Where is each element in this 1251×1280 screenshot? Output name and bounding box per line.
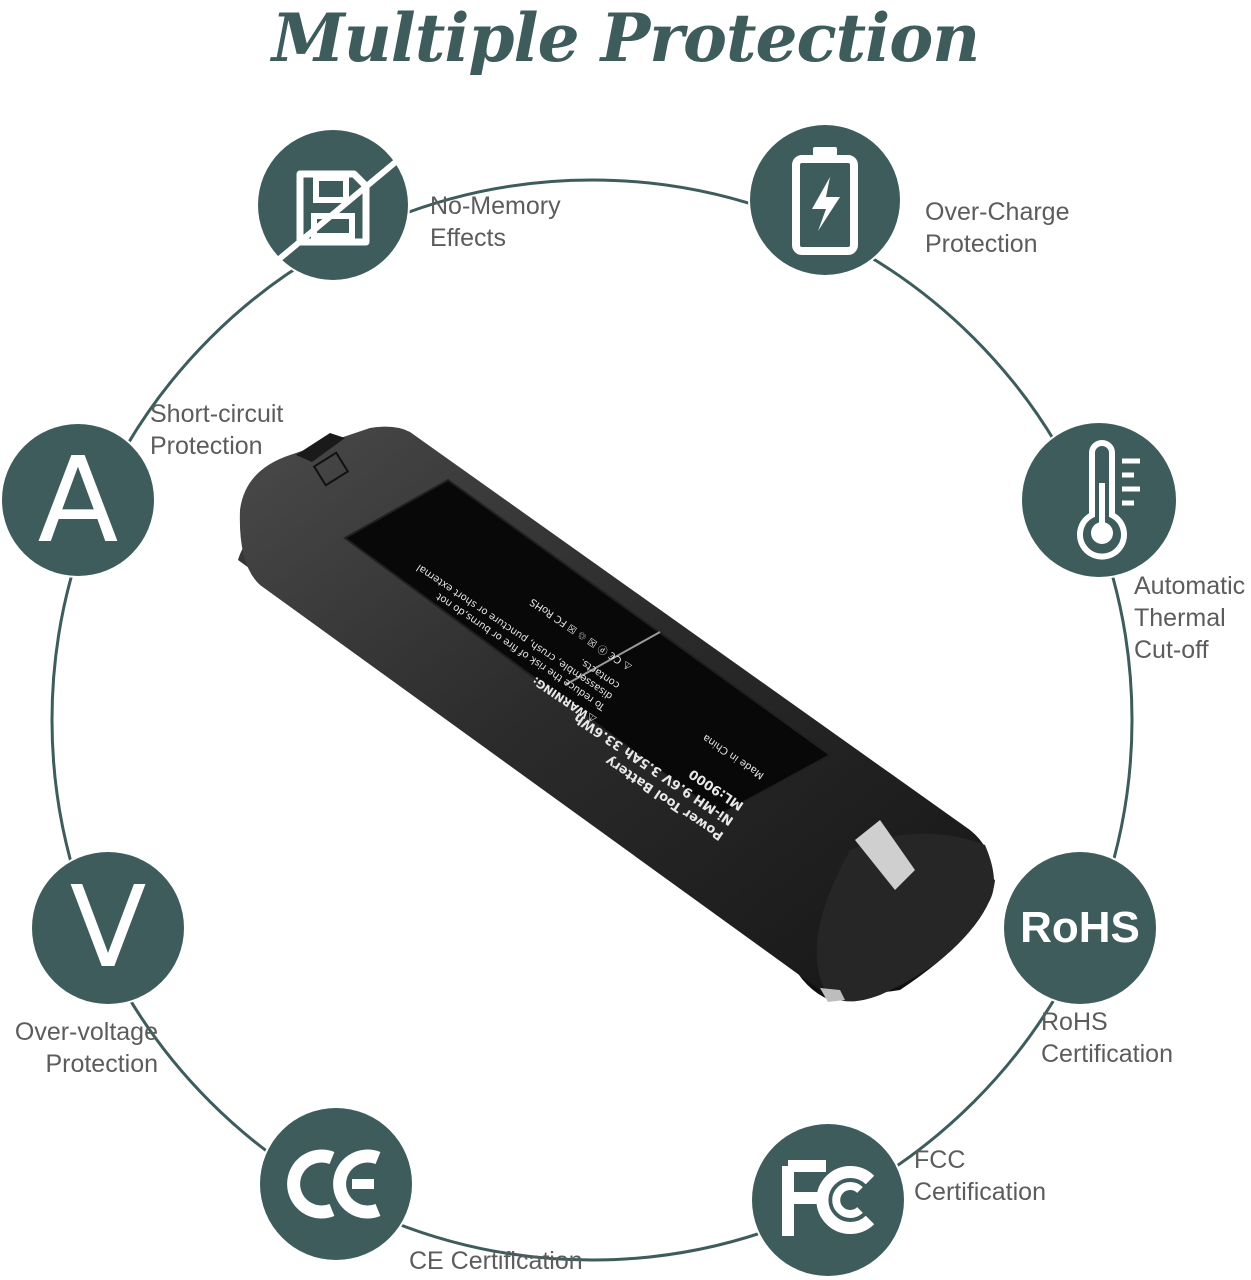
- feature-label-thermal: Automatic Thermal Cut-off: [1134, 572, 1246, 664]
- feature-label-ce: CE Certification: [409, 1247, 583, 1275]
- feature-label-over-charge: Over-Charge Protection: [925, 198, 1070, 258]
- ampere-letter-icon: A: [37, 431, 119, 569]
- fcc-mark-icon: [782, 1160, 875, 1236]
- page-title: Multiple Protection: [271, 0, 981, 77]
- ce-mark-icon: [287, 1149, 381, 1219]
- thermometer-icon: [1077, 440, 1140, 560]
- feature-label-short-circuit: Short-circuit Protection: [150, 400, 284, 460]
- feature-label-over-voltage: Over-voltage Protection: [14, 1018, 158, 1078]
- feature-label-fcc: FCC Certification: [914, 1146, 1046, 1206]
- rohs-mark-icon: RoHS: [1020, 903, 1140, 952]
- rohs-badge: RoHS: [1004, 852, 1156, 1004]
- thermal-cutoff-badge: [1022, 423, 1176, 577]
- over-voltage-badge: V: [32, 852, 184, 1004]
- no-memory-floppy-icon: [276, 157, 400, 263]
- battery-charge-icon: [792, 147, 858, 255]
- feature-label-rohs: RoHS Certification: [1041, 1008, 1173, 1068]
- volt-letter-icon: V: [69, 863, 147, 993]
- over-charge-badge: [750, 125, 900, 275]
- fcc-badge: [752, 1124, 904, 1276]
- short-circuit-badge: A: [2, 424, 154, 576]
- ce-badge: [260, 1108, 412, 1260]
- feature-label-no-memory: No-Memory Effects: [430, 192, 561, 252]
- no-memory-badge: [258, 130, 408, 280]
